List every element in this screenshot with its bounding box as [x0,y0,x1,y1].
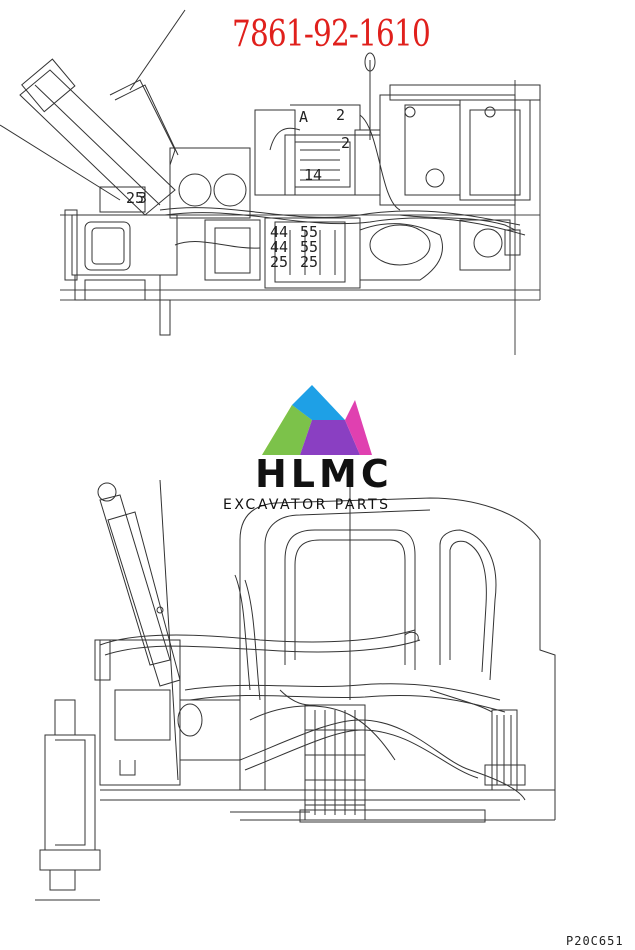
logo-name: HLMC [255,452,393,496]
lower-view [35,470,555,900]
part-number: 7861-92-1610 [232,14,431,55]
logo-tagline: EXCAVATOR PARTS [223,497,391,513]
callout-label: 14 [304,166,323,184]
drawing-code: P20C651 [566,934,624,948]
callout-label: 25 [126,189,145,207]
upper-view [0,0,540,355]
callout-label: 55 [300,223,319,241]
callout-label: 3 [138,189,148,207]
hlmc-logo-mark [262,385,372,455]
callout-label: A [299,108,309,126]
callout-label: 2 [341,134,351,152]
callout-label: 44 [270,238,289,256]
callout-label: 25 [270,253,289,271]
callout-label: 55 [300,238,319,256]
callout-label: 2 [336,106,346,124]
callout-label: 44 [270,223,289,241]
callout-label: 25 [300,253,319,271]
